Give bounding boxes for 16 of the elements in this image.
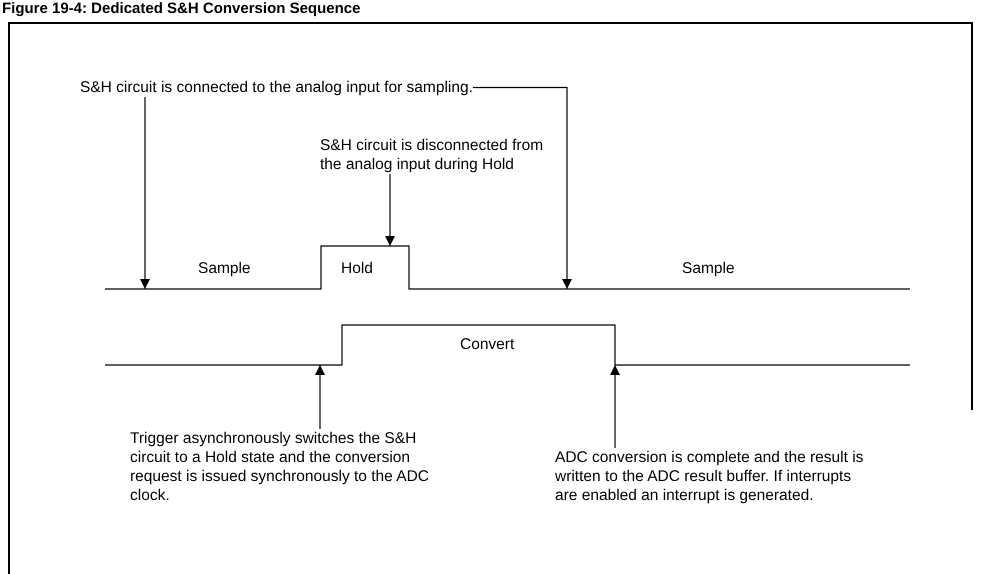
- callout-text: S&H circuit is connected to the analog input for sampling.: [80, 78, 473, 97]
- arrow: [385, 174, 395, 246]
- signal-phase-label: Convert: [460, 335, 514, 354]
- arrow: [472, 86, 572, 289]
- arrow: [610, 365, 620, 448]
- arrow: [140, 97, 150, 289]
- signal-phase-label: Hold: [341, 259, 373, 278]
- signal-waveform: [105, 246, 910, 290]
- callout-text: ADC conversion is complete and the result is written to the ADC result buffer. If interrupts are enabled an interrupt is generated.: [555, 448, 875, 505]
- signal-phase-label: Sample: [198, 259, 251, 278]
- callout-text: S&H circuit is disconnected from the analog input during Hold: [320, 136, 555, 174]
- figure-title: Figure 19-4: Dedicated S&H Conversion Sequence: [2, 0, 360, 17]
- signal-waveform: [105, 325, 910, 366]
- signal-phase-label: Sample: [682, 259, 735, 278]
- arrow: [315, 365, 325, 429]
- callout-text: Trigger asynchronously switches the S&H circuit to a Hold state and the conversion request is issued synchronously to the ADC clock.: [130, 429, 450, 505]
